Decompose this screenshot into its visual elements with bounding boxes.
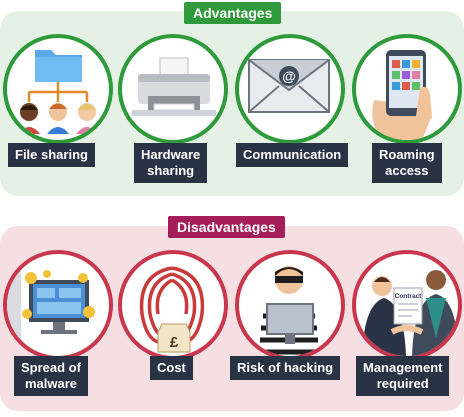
person-icon [76,103,98,134]
spread-of-malware-label: Spread of malware [14,356,88,396]
disadvantages-heading: Disadvantages [168,216,285,238]
email-icon: @ [248,59,330,113]
email-at-symbol: @ [282,68,296,84]
management-required-label: Management required [356,356,450,396]
management-illustration: Contract [352,250,462,360]
cost-illustration: £ [118,250,228,360]
business-meeting-icon: Contract [362,270,458,356]
infected-computer-icon [7,254,95,356]
roaming-access-illustration [352,34,462,144]
cost-label: Cost [150,356,193,380]
communication-label: Communication [236,143,349,167]
printer-icon [132,57,216,116]
pound-symbol: £ [170,334,179,351]
person-icon [47,103,69,134]
bug-icon [22,270,95,319]
file-sharing-illustration [3,34,113,144]
malware-illustration [3,250,113,360]
hardware-sharing-illustration [118,34,228,144]
contract-text: Contract [395,293,423,300]
hacking-illustration [235,250,345,360]
communication-illustration: @ [235,34,345,144]
folder-network-icon [18,50,98,134]
hacker-icon [259,266,319,356]
hardware-sharing-label: Hardware sharing [134,143,208,183]
cable-price-tag-icon: £ [139,266,205,353]
file-sharing-label: File sharing [8,143,95,167]
advantages-heading: Advantages [184,2,282,24]
roaming-access-label: Roaming access [372,143,442,183]
person-icon [18,103,40,134]
smartphone-icon [372,50,432,140]
risk-of-hacking-label: Risk of hacking [230,356,341,380]
